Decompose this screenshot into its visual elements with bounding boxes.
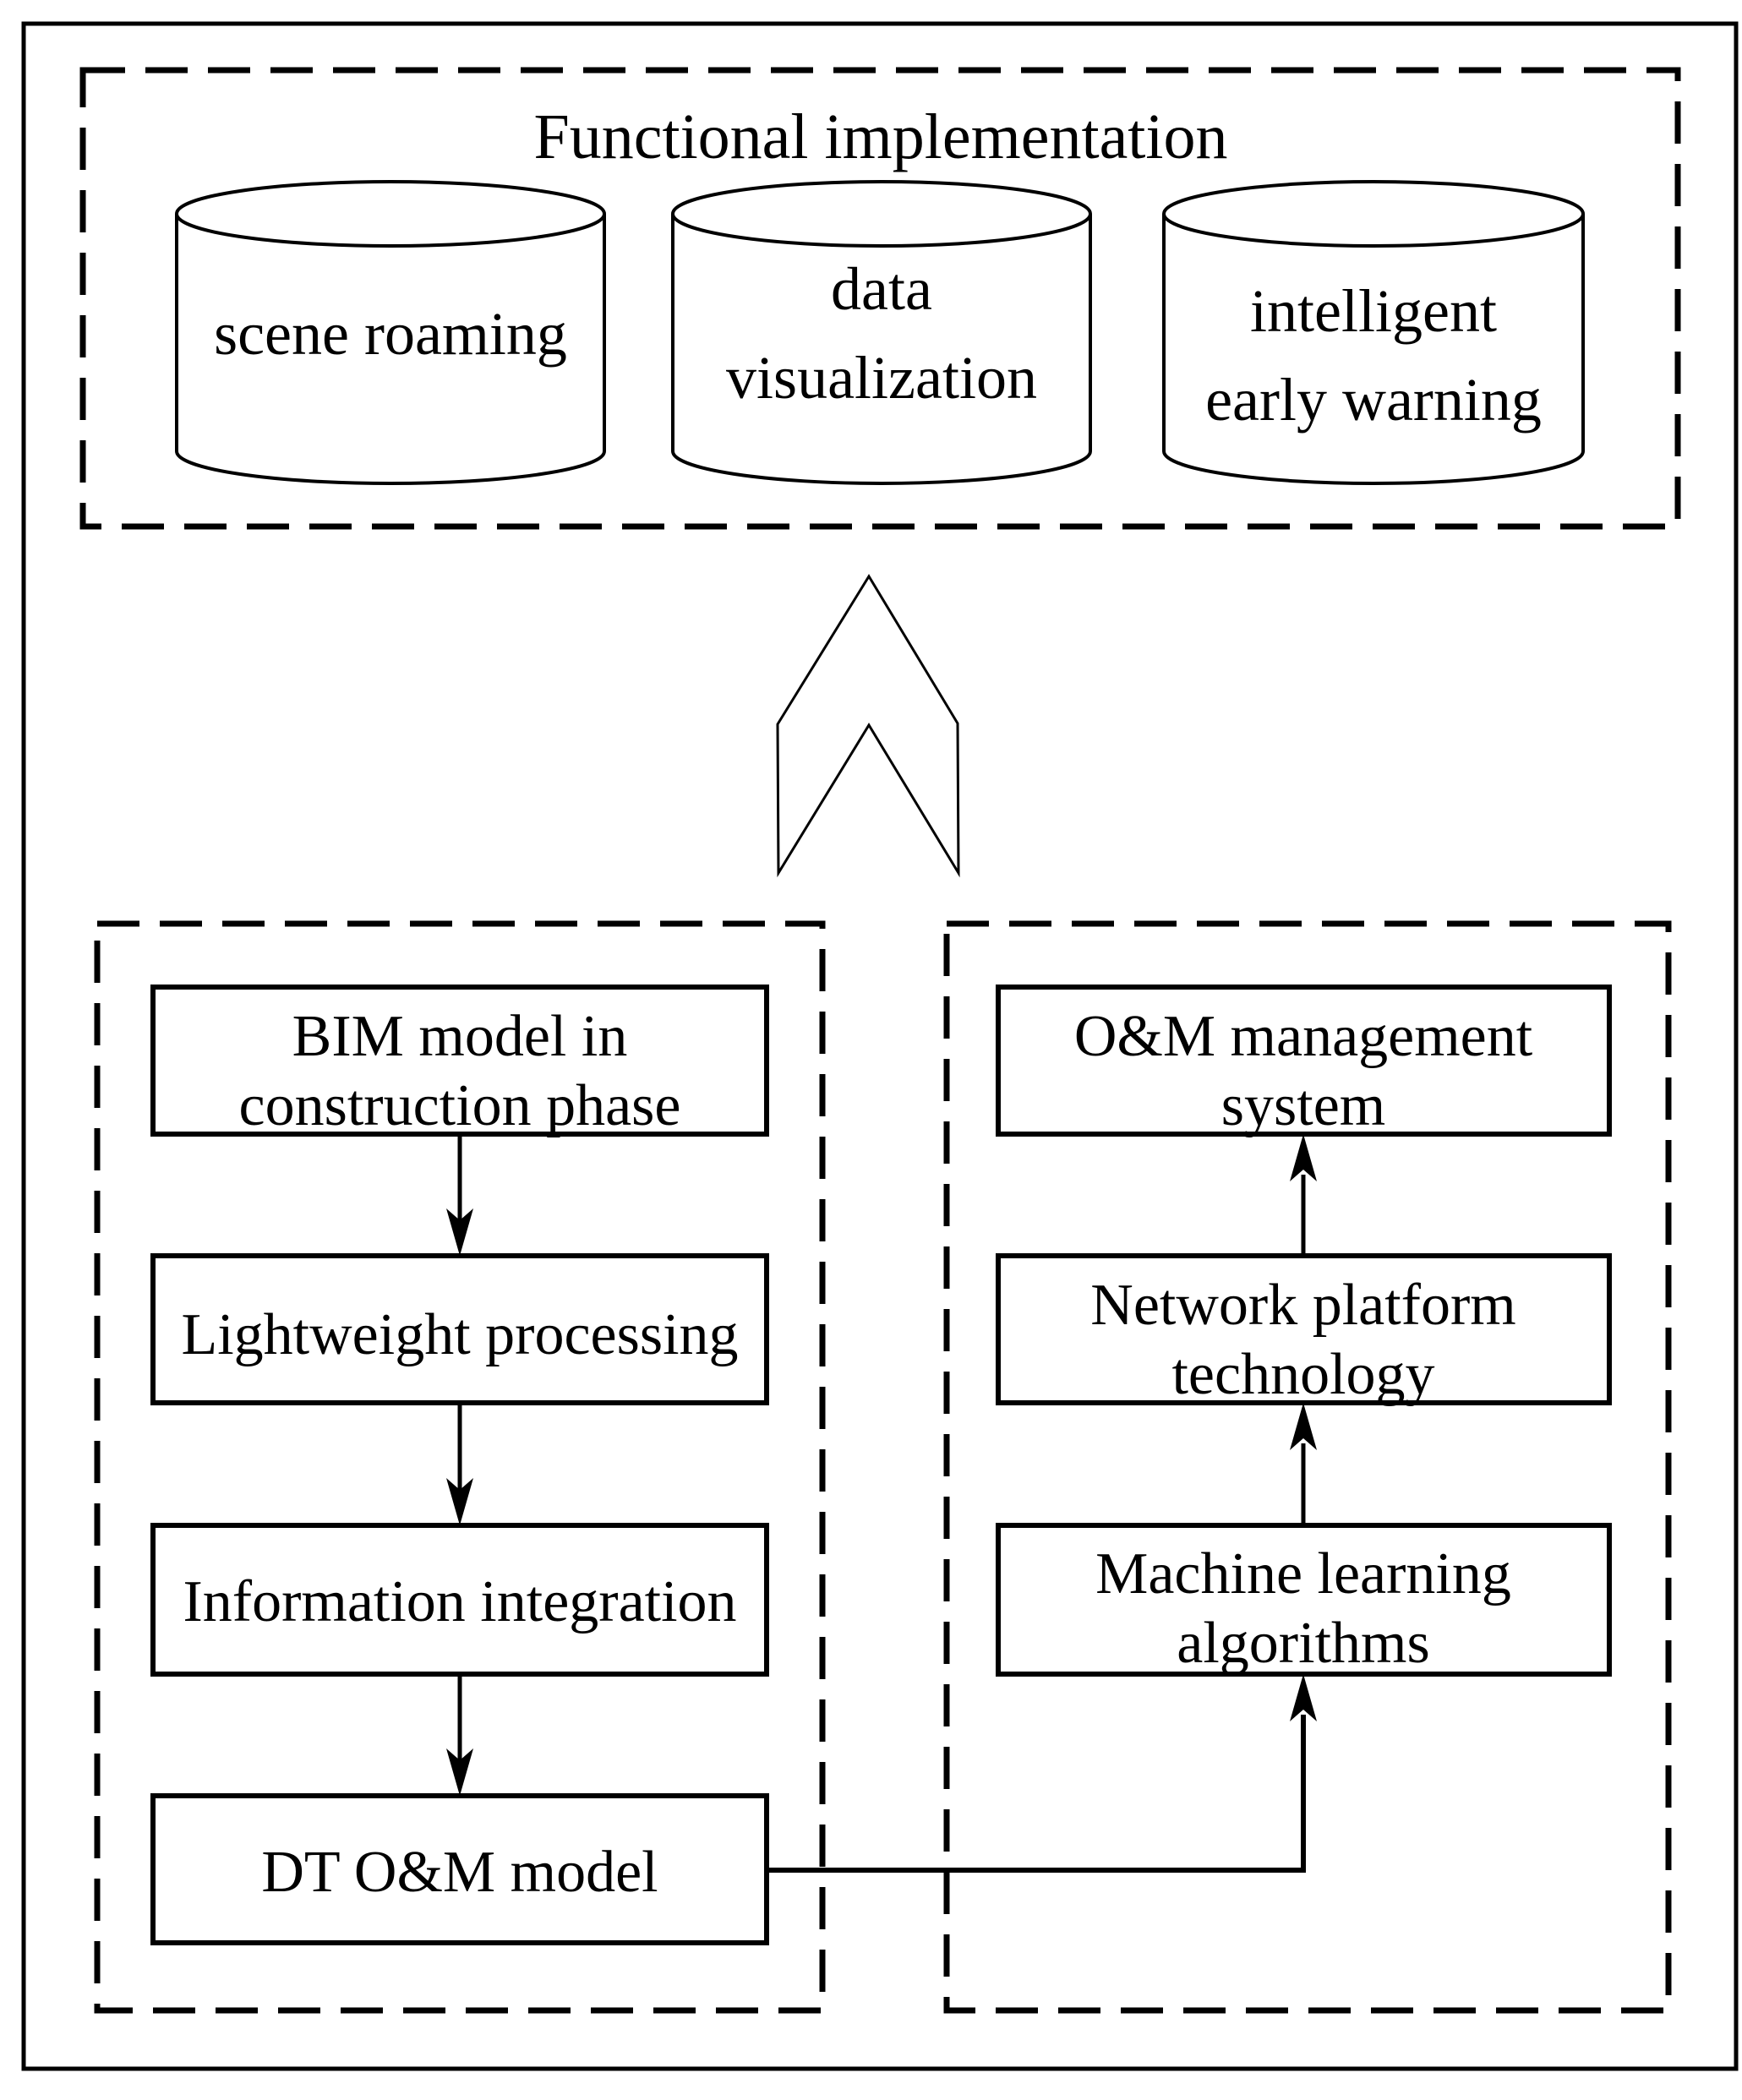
dt-om-model-box-label: DT O&M model: [261, 1840, 658, 1905]
cylinder-body: [175, 214, 606, 485]
cylinder-label-early-warning: early warning: [1205, 366, 1542, 434]
information-integration-box-label: Information integration: [183, 1569, 737, 1634]
arrow-information-to-dtom: [446, 1674, 473, 1796]
arrow-network-to-om: [1290, 1134, 1317, 1256]
network-platform-box-label-line2: technology: [1171, 1342, 1435, 1407]
arrow-lightweight-to-information: [446, 1403, 473, 1525]
cylinder-body: [671, 214, 1092, 485]
bim-model-box-label-line2: construction phase: [238, 1073, 681, 1138]
cylinder-body: [1162, 214, 1585, 485]
upward-chevron-arrow-icon: [776, 574, 960, 878]
arrow-bim-to-lightweight: [446, 1134, 473, 1256]
om-flow-dashed-box: [943, 920, 1672, 2014]
bim-flow-dashed-box: [94, 920, 826, 2014]
functional-implementation-title: Functional implementation: [533, 101, 1228, 172]
om-management-system-box: [996, 985, 1612, 1137]
bim-model-box: [150, 985, 769, 1137]
cylinder-label-visualization: visualization: [726, 344, 1037, 412]
cylinder-top: [175, 180, 606, 248]
bim-model-box-label-line1: BIM model in: [292, 1004, 628, 1069]
information-integration-box: [150, 1523, 769, 1677]
om-management-system-box-label-line2: system: [1220, 1073, 1386, 1138]
om-management-system-box-label-line1: O&M management: [1073, 1004, 1533, 1069]
connector-dtom-to-ml: [767, 1674, 1317, 1873]
cylinder-label-intelligent: intelligent: [1250, 277, 1497, 345]
cylinder-label-data: data: [831, 255, 932, 323]
network-platform-box: [996, 1253, 1612, 1405]
machine-learning-box-label-line2: algorithms: [1177, 1611, 1430, 1676]
machine-learning-box-label-line1: Machine learning: [1095, 1541, 1511, 1606]
cylinder-scene-roaming: [175, 180, 606, 485]
cylinder-intelligent-early-warning: [1162, 180, 1585, 485]
cylinder-top: [671, 180, 1092, 248]
cylinder-label-scene-roaming: scene roaming: [214, 300, 567, 368]
outer-border: [21, 21, 1739, 2071]
arrow-ml-to-network: [1290, 1403, 1317, 1525]
network-platform-box-label-line1: Network platform: [1090, 1273, 1516, 1338]
cylinder-top: [1162, 180, 1585, 248]
functional-implementation-dashed-box: [79, 67, 1681, 530]
lightweight-processing-box-label: Lightweight processing: [181, 1302, 739, 1367]
cylinder-data-visualization: [671, 180, 1092, 485]
